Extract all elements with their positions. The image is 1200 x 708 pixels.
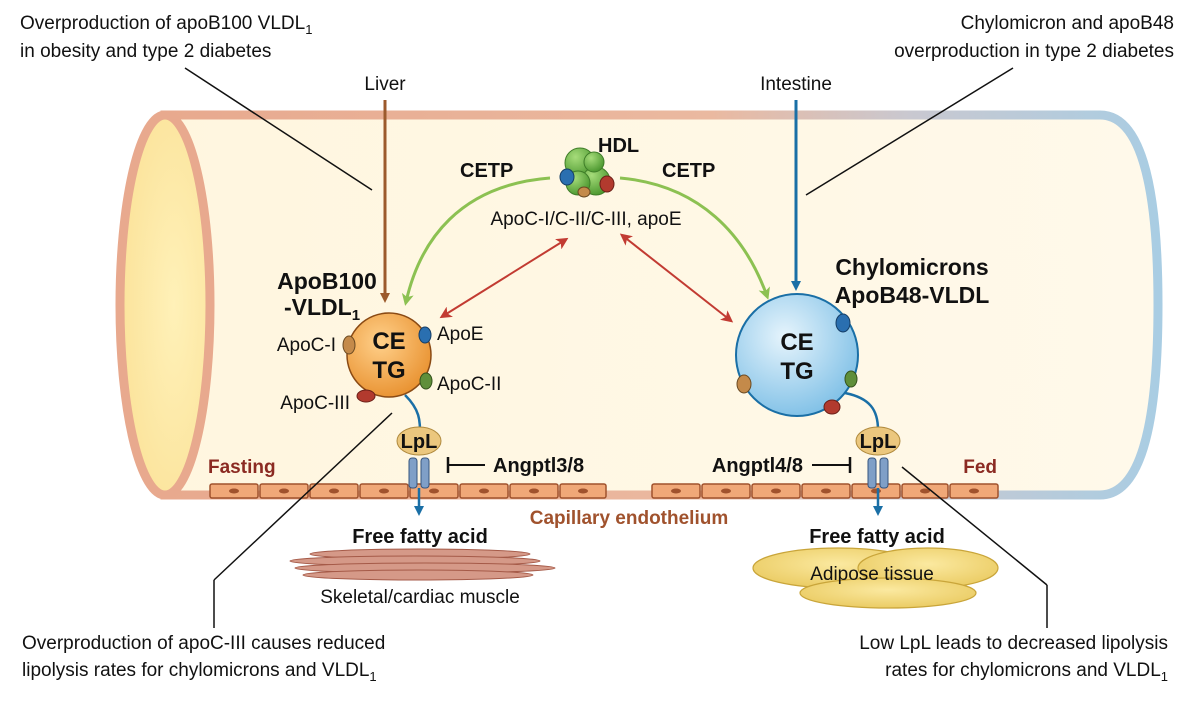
endothelium-label: Capillary endothelium xyxy=(530,508,728,529)
ffa-left-label: Free fatty acid xyxy=(352,526,488,548)
chylo-particle xyxy=(735,293,859,417)
blood-vessel xyxy=(115,110,1163,500)
apoc2-icon xyxy=(419,372,433,390)
chylo-apoc2-icon xyxy=(844,370,858,388)
vldl-particle xyxy=(346,312,432,398)
annotation-reduced-lipolysis: lipolysis rates for chylomicrons and VLD… xyxy=(22,660,377,684)
chylo-title-line2: ApoB48-VLDL xyxy=(835,282,990,308)
lpl-left-label: LpL xyxy=(401,431,438,453)
cetp-left-label: CETP xyxy=(460,160,513,182)
chylo-core-ce: CE xyxy=(780,329,813,356)
lpl-right-label: LpL xyxy=(860,431,897,453)
callout-line-bottom-left xyxy=(213,412,393,581)
chylo-core-tg: TG xyxy=(780,358,813,385)
annotation-low-lpl: Low LpL leads to decreased lipolysis xyxy=(859,633,1168,654)
muscle-label: Skeletal/cardiac muscle xyxy=(320,587,520,608)
annotation-apob100-overproduction: Overproduction of apoB100 VLDL1 xyxy=(20,13,312,37)
apoe-label: ApoE xyxy=(437,324,483,345)
cetp-arrow-right xyxy=(619,176,770,300)
adipose-label: Adipose tissue xyxy=(810,564,934,585)
vldl-core-ce: CE xyxy=(372,328,405,355)
fasting-label: Fasting xyxy=(208,457,276,478)
angptl-right-label: Angptl4/8 xyxy=(712,455,803,477)
lpl-left-receptor xyxy=(408,457,430,489)
callout-line-top-left xyxy=(184,67,373,191)
annotation-apoc3-overproduction: Overproduction of apoC-III causes reduce… xyxy=(22,633,385,654)
intestine-label: Intestine xyxy=(760,74,832,95)
endothelium-cells-left xyxy=(209,483,607,499)
ffa-right-label: Free fatty acid xyxy=(809,526,945,548)
cetp-right-label: CETP xyxy=(662,160,715,182)
annotation-chylomicron-apob48: Chylomicron and apoB48 xyxy=(961,13,1174,34)
adipose-tissue-icon xyxy=(752,547,999,609)
annotation-decreased-lipolysis: rates for chylomicrons and VLDL1 xyxy=(885,660,1168,684)
cetp-arrow-left xyxy=(401,176,551,306)
apoc3-icon xyxy=(356,389,376,403)
annotation-overproduction-diabetes: overproduction in type 2 diabetes xyxy=(894,41,1174,62)
chylo-title-line1: Chylomicrons xyxy=(835,254,988,280)
callout-line-bottom-right xyxy=(901,466,1048,586)
lpl-right-enzyme xyxy=(855,426,901,456)
callout-line-top-right xyxy=(805,67,1014,196)
vessel-opening xyxy=(115,110,215,500)
vldl-title-line2: -VLDL1 xyxy=(284,294,360,324)
annotation-obesity-diabetes: in obesity and type 2 diabetes xyxy=(20,41,271,62)
apoc3-label: ApoC-III xyxy=(280,393,350,414)
lpl-left-enzyme xyxy=(396,426,442,456)
chylo-tether xyxy=(844,391,880,431)
vldl-core-tg: TG xyxy=(372,357,405,384)
chylo-apoc1-icon xyxy=(736,374,752,394)
muscle-tissue-icon xyxy=(289,548,556,581)
apoe-icon xyxy=(418,326,432,344)
endothelium-cells-right xyxy=(651,483,999,499)
fed-label: Fed xyxy=(963,457,997,478)
exchange-arrow-left xyxy=(439,237,569,319)
chylo-apoc3-icon xyxy=(823,399,841,415)
apoc1-label: ApoC-I xyxy=(277,335,336,356)
angptl-left-label: Angptl3/8 xyxy=(493,455,584,477)
hdl-particle xyxy=(559,147,615,198)
vldl-title-line1: ApoB100 xyxy=(277,268,377,294)
liver-label: Liver xyxy=(364,74,406,95)
chylo-apoe-icon xyxy=(835,313,851,333)
lpl-right-receptor xyxy=(867,457,889,489)
exchange-label: ApoC-I/C-II/C-III, apoE xyxy=(490,209,681,230)
exchange-arrow-right xyxy=(619,233,734,323)
hdl-label: HDL xyxy=(598,135,639,157)
apoc1-icon xyxy=(342,335,356,355)
apoc2-label: ApoC-II xyxy=(437,374,501,395)
